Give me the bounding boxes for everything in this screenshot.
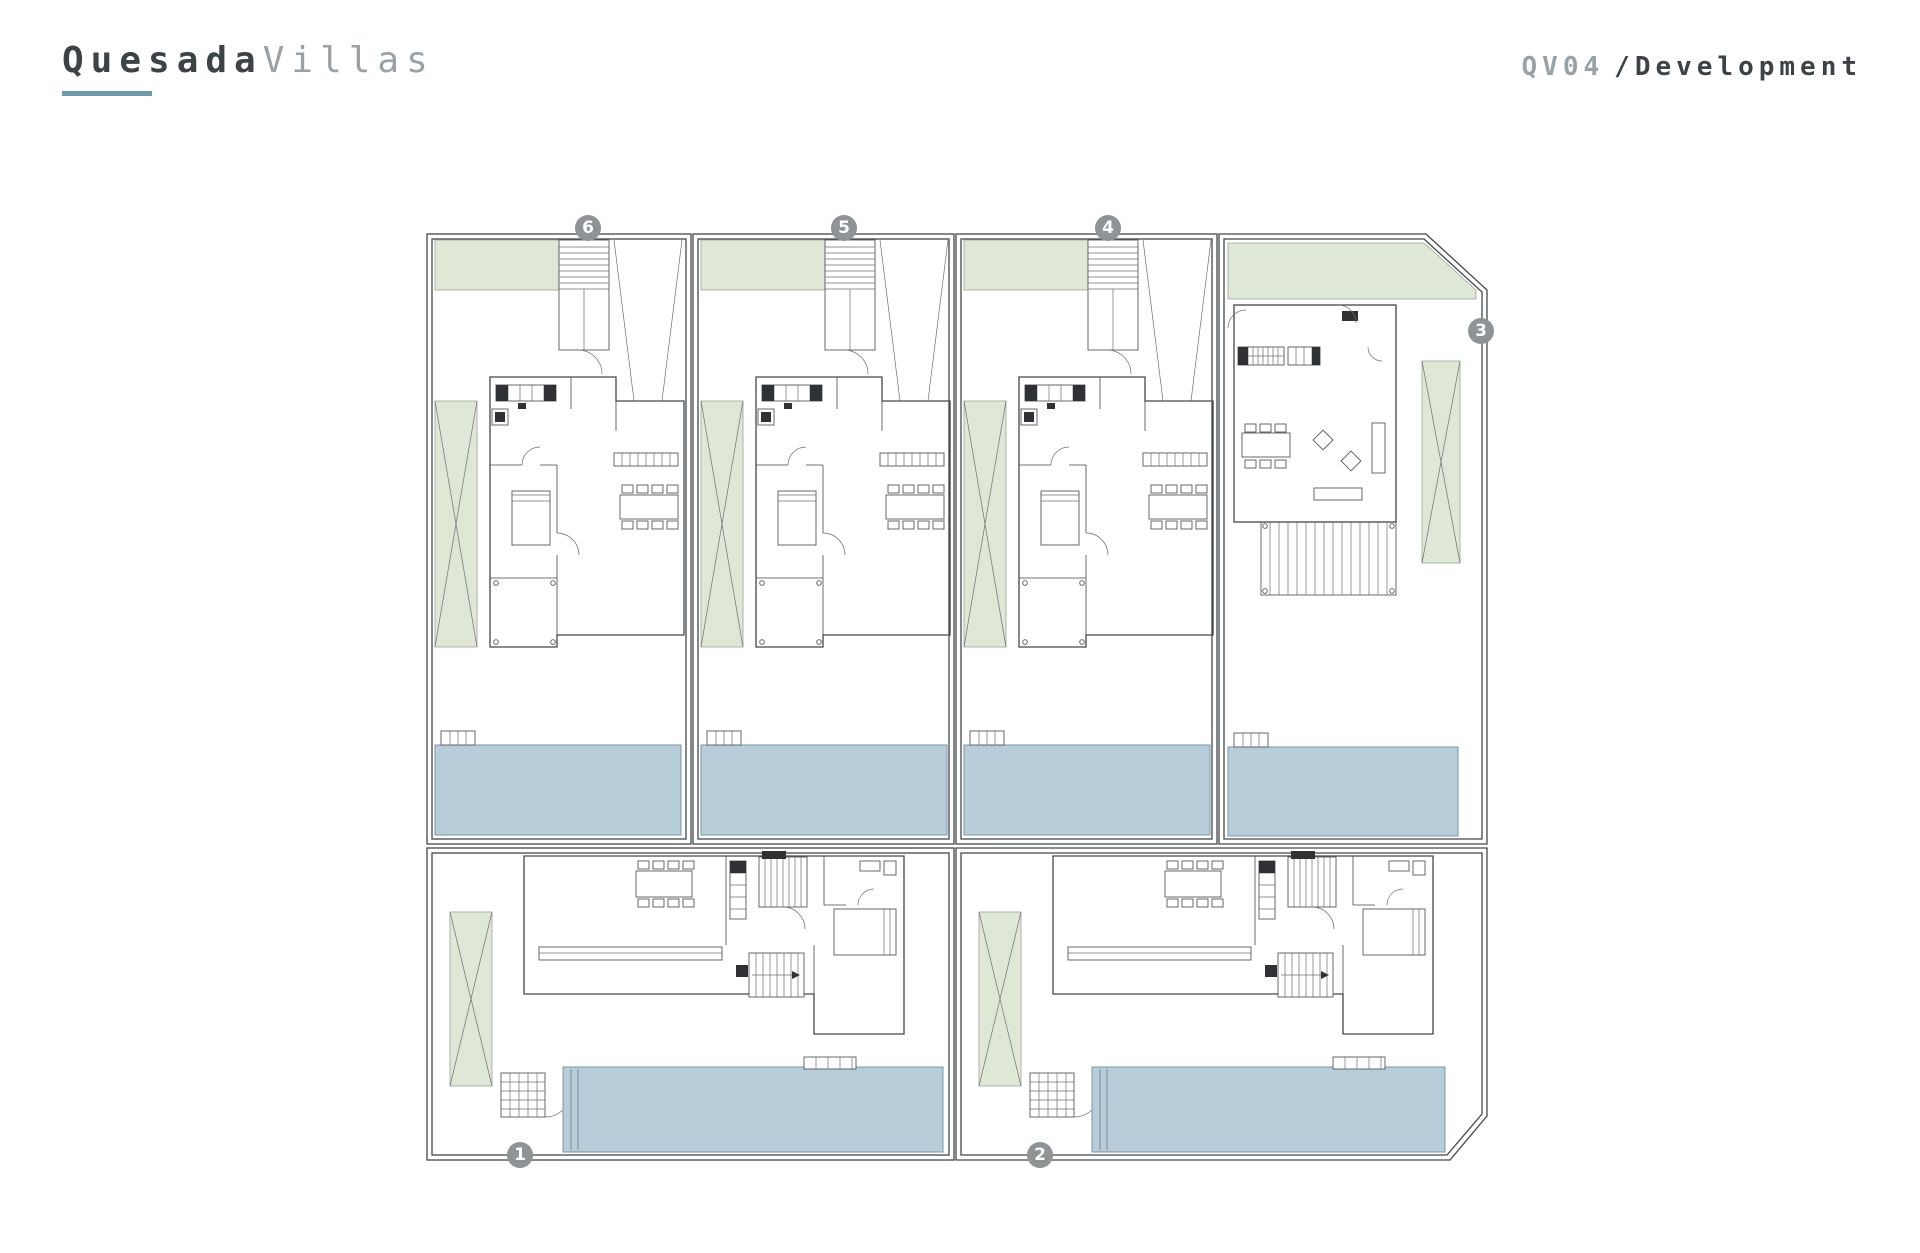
project-code: QV04: [1521, 52, 1605, 82]
brand-underline: [62, 91, 152, 96]
lounge-chair: [1312, 429, 1334, 451]
plot-villa-1: [426, 847, 955, 1161]
svg-text:4: 4: [1102, 218, 1114, 238]
plot-villa-5: [692, 233, 955, 845]
sofa: [1313, 487, 1363, 501]
plot-badge-5: 5: [831, 215, 857, 241]
plot-badge-2: 2: [1027, 1142, 1053, 1168]
pool-steps: [1332, 1056, 1386, 1070]
svg-text:2: 2: [1034, 1145, 1046, 1165]
brand-primary-text: Quesada: [62, 40, 263, 81]
plot-badges: 1 2 3 4 5 6: [507, 215, 1494, 1168]
svg-text:6: 6: [582, 218, 594, 238]
sofa: [1371, 422, 1386, 474]
garden-strip-top: [1227, 242, 1477, 300]
plot-badge-4: 4: [1095, 215, 1121, 241]
pool: [1091, 1066, 1446, 1153]
plot-villa-4: [955, 233, 1218, 845]
project-name: /Development: [1614, 52, 1862, 82]
svg-text:5: 5: [838, 218, 850, 238]
brand-logo: QuesadaVillas: [62, 40, 435, 96]
site-plan-container: 1 2 3 4 5 6: [426, 215, 1494, 1168]
plot-badge-6: 6: [575, 215, 601, 241]
pool: [562, 1066, 944, 1153]
plot-villa-6: [426, 233, 692, 845]
plot-villa-2: [955, 847, 1488, 1161]
plot-badge-3: 3: [1468, 318, 1494, 344]
svg-text:3: 3: [1475, 321, 1487, 341]
plot-badge-1: 1: [507, 1142, 533, 1168]
lounge-chair: [1340, 450, 1362, 472]
pool: [1227, 746, 1459, 837]
pool-steps: [803, 1056, 857, 1070]
svg-text:1: 1: [514, 1145, 526, 1165]
brand-secondary-text: Villas: [262, 40, 435, 81]
plot-villa-3: [1218, 233, 1488, 845]
louvered-deck: [1260, 521, 1397, 596]
site-plan-drawing: 1 2 3 4 5 6: [426, 215, 1494, 1168]
project-label: QV04/Development: [1522, 52, 1862, 82]
dining-table: [1241, 432, 1291, 458]
